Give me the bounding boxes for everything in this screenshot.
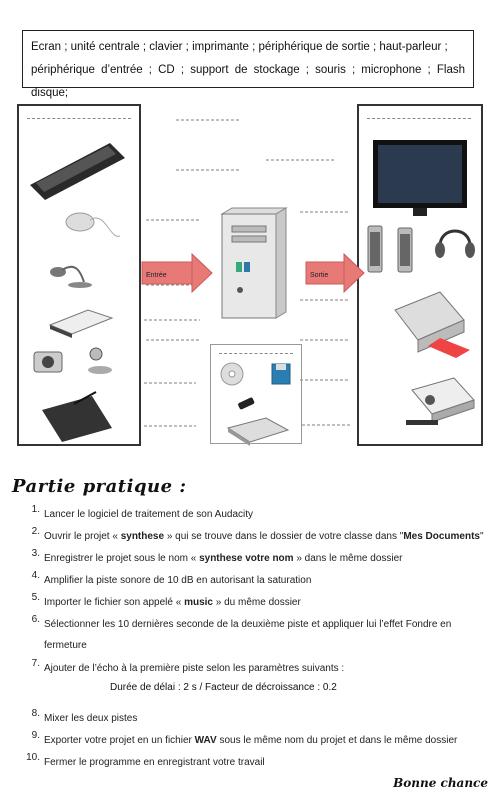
monitor-icon xyxy=(373,140,467,216)
speakers-icon xyxy=(367,225,413,273)
answer-lines xyxy=(144,119,350,427)
keyboard-icon xyxy=(30,143,125,200)
practical-section-title: Partie pratique : xyxy=(12,476,187,497)
cd-icon xyxy=(220,362,244,386)
camera-icon xyxy=(33,351,63,373)
printer-icon xyxy=(394,291,470,358)
word-bank-line-1: Ecran ; unité centrale ; clavier ; impri… xyxy=(31,41,448,53)
graphics-tablet-icon xyxy=(42,391,112,442)
output-arrow-label: Sortie xyxy=(310,272,329,279)
webcam-icon xyxy=(88,347,112,374)
word-bank-line-2: périphérique d’entrée ; CD ; support de … xyxy=(31,64,465,99)
computer-diagram xyxy=(30,119,475,446)
floppy-disk-icon xyxy=(271,363,291,385)
mouse-icon xyxy=(65,212,121,237)
output-arrow xyxy=(305,252,365,294)
projector-icon xyxy=(406,377,475,425)
input-arrow-label: Entrée xyxy=(146,272,167,279)
computer-tower-icon xyxy=(220,207,288,319)
signoff: Bonne chance xyxy=(393,776,488,790)
headset-icon xyxy=(435,229,475,258)
flash-drive-icon xyxy=(238,397,255,410)
scanner-icon xyxy=(48,309,114,338)
microphone-icon xyxy=(50,265,92,288)
echo-parameters: Durée de délai : 2 s / Facteur de décroi… xyxy=(110,682,337,693)
answer-blank xyxy=(367,118,471,119)
answer-blank xyxy=(27,118,131,119)
external-hard-drive-icon xyxy=(226,417,290,446)
word-bank: Ecran ; unité centrale ; clavier ; impri… xyxy=(22,30,474,99)
input-arrow xyxy=(141,252,213,294)
answer-blank xyxy=(219,353,293,354)
